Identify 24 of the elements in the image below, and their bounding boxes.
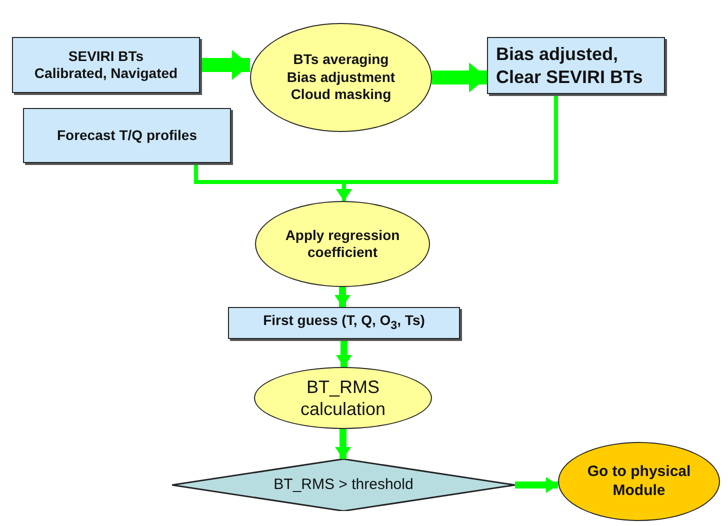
decision-diamond [172,459,515,511]
node-label: Cloud masking [290,86,392,104]
node-label: Bias adjustment [286,68,396,86]
node-label: Calibrated, Navigated [34,65,178,82]
arrow [515,477,558,493]
output-box [487,37,665,94]
process-box [12,37,200,93]
arrow [200,50,250,80]
node-label: Apply regression coefficient [284,226,401,262]
node-label: SEVIRI BTs [68,48,144,65]
arrow [334,287,350,307]
arrow [336,339,352,367]
node-label: Forecast T/Q profiles [56,126,198,144]
node-label: Bias adjusted, Clear SEVIRI BTs [496,43,644,88]
node-label: First guess (T, Q, O$_{3}$, Ts) [263,312,425,334]
node-label: BT_RMS calculation [299,376,387,420]
process-box [228,307,460,339]
arrow [432,62,487,92]
node-label: BTs averaging [293,51,389,69]
node-label: BT_RMS > threshold [274,476,414,494]
node-label: Go to physical Module [586,462,692,500]
process-box [23,108,231,163]
arrow [335,429,351,459]
arrow [336,94,558,201]
